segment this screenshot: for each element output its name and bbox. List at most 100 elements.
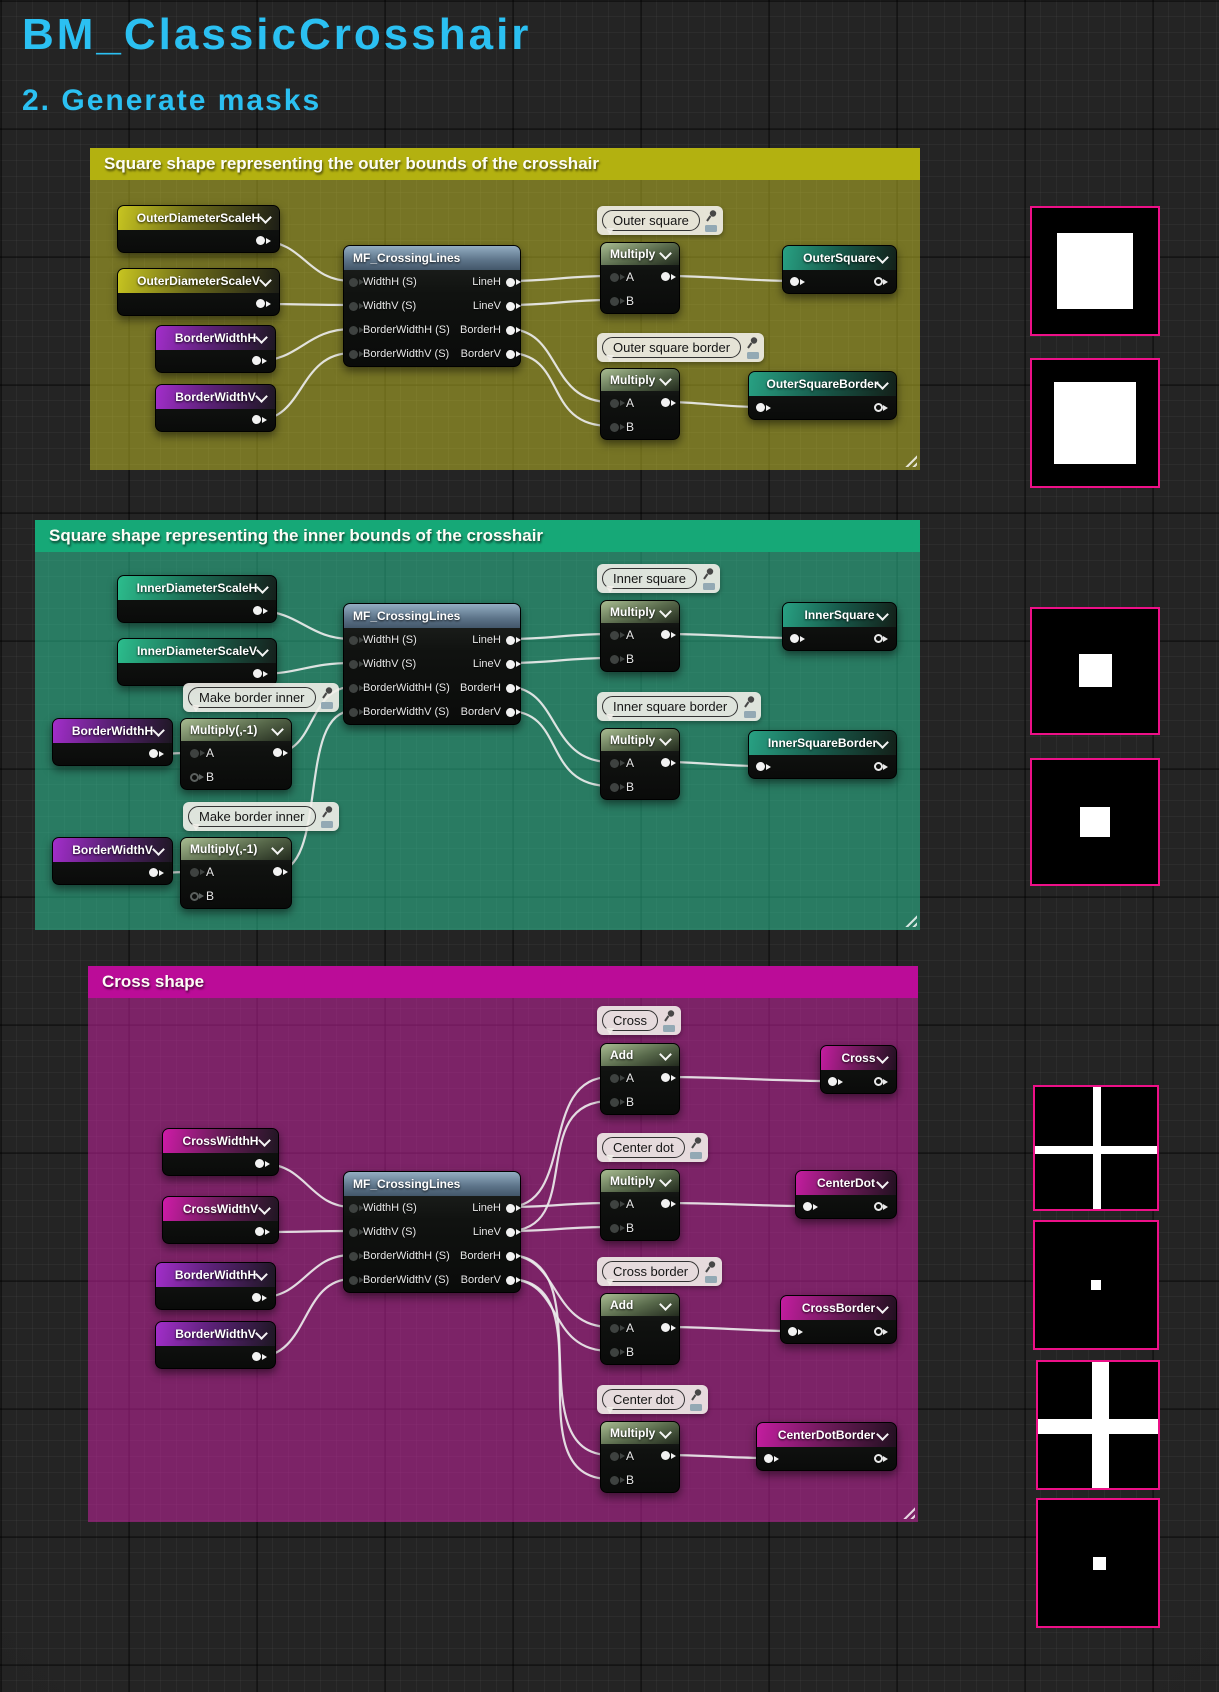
input-pin-b[interactable] [190,891,204,901]
chevron-down-icon[interactable] [876,1051,889,1064]
output-node-centerdotborder[interactable]: CenterDotBorder [756,1422,897,1471]
bubble-detail-icon[interactable] [690,1152,703,1159]
input-pin[interactable] [349,1203,364,1213]
input-pin-b[interactable] [610,1475,625,1485]
function-node-mf-crossinglines[interactable]: MF_CrossingLines WidthH (S)LineH WidthV … [343,245,521,367]
chevron-down-icon[interactable] [256,644,269,657]
param-node-outer-diameter-scale-h[interactable]: OuterDiameterScaleH [117,205,280,253]
output-pin[interactable] [661,1323,676,1332]
output-pin[interactable] [661,398,676,407]
chevron-down-icon[interactable] [876,1176,889,1189]
param-node-border-width-h[interactable]: BorderWidthH [155,1262,276,1310]
chevron-down-icon[interactable] [876,608,889,621]
output-pin[interactable] [252,1293,267,1302]
input-pin[interactable] [790,277,805,286]
result-pin[interactable] [874,762,888,771]
bubble-detail-icon[interactable] [705,225,718,232]
output-pin[interactable] [253,669,268,678]
output-node-outersquare[interactable]: OuterSquare [782,245,897,294]
output-pin[interactable] [506,1275,521,1285]
preview-cross-border[interactable] [1036,1360,1160,1490]
op-node-add[interactable]: Add A B [600,1043,680,1115]
input-pin[interactable] [349,325,364,335]
chevron-down-icon[interactable] [659,247,672,260]
op-node-multiply-neg[interactable]: Multiply(,-1) A B [180,837,292,909]
input-pin[interactable] [788,1327,803,1336]
output-pin[interactable] [273,867,288,876]
op-node-multiply[interactable]: Multiply A B [600,600,680,672]
bubble-detail-icon[interactable] [663,1025,676,1032]
output-pin[interactable] [252,356,267,365]
chevron-down-icon[interactable] [271,723,284,736]
bubble-detail-icon[interactable] [702,583,715,590]
chevron-down-icon[interactable] [659,1048,672,1061]
bubble-detail-icon[interactable] [704,1276,717,1283]
op-node-multiply-neg[interactable]: Multiply(,-1) A B [180,718,292,790]
input-pin[interactable] [349,1251,364,1261]
input-pin[interactable] [756,403,771,412]
result-pin[interactable] [874,634,888,643]
pin-icon[interactable] [705,209,718,223]
bubble-detail-icon[interactable] [743,711,756,718]
input-pin-b[interactable] [610,422,625,432]
input-pin[interactable] [790,634,805,643]
output-pin[interactable] [149,749,164,758]
output-node-centerdot[interactable]: CenterDot [795,1170,897,1219]
bubble-detail-icon[interactable] [746,352,759,359]
input-pin-a[interactable] [610,758,625,768]
output-pin[interactable] [661,1199,676,1208]
output-pin[interactable] [661,1073,676,1082]
input-pin-a[interactable] [610,630,625,640]
output-node-crossborder[interactable]: CrossBorder [780,1295,897,1344]
comment-bubble[interactable]: Outer square [597,206,723,235]
function-node-mf-crossinglines[interactable]: MF_CrossingLines WidthH (S)LineH WidthV … [343,1171,521,1293]
input-pin[interactable] [803,1202,818,1211]
output-pin[interactable] [273,748,288,757]
input-pin-b[interactable] [610,654,625,664]
preview-cross[interactable] [1033,1085,1159,1211]
chevron-down-icon[interactable] [659,1298,672,1311]
param-node-border-width-v[interactable]: BorderWidthV [52,837,173,885]
chevron-down-icon[interactable] [876,736,889,749]
input-pin[interactable] [349,277,364,287]
output-pin[interactable] [252,1352,267,1361]
comment-bubble[interactable]: Cross border [597,1257,723,1286]
chevron-down-icon[interactable] [659,1426,672,1439]
param-node-inner-diameter-scale-v[interactable]: InnerDiameterScaleV [117,638,277,686]
bubble-detail-icon[interactable] [690,1404,703,1411]
pin-icon[interactable] [702,567,715,581]
comment-bubble[interactable]: Inner square border [597,692,762,721]
output-pin[interactable] [506,1203,521,1213]
param-node-border-width-h[interactable]: BorderWidthH [52,718,173,766]
output-pin[interactable] [149,868,164,877]
result-pin[interactable] [874,1202,888,1211]
chevron-down-icon[interactable] [255,1327,268,1340]
pin-icon[interactable] [321,686,334,700]
chevron-down-icon[interactable] [258,1134,271,1147]
output-pin[interactable] [661,1451,676,1460]
pin-icon[interactable] [690,1388,703,1402]
comment-bubble[interactable]: Outer square border [597,333,765,362]
param-node-inner-diameter-scale-h[interactable]: InnerDiameterScaleH [117,575,277,623]
input-pin-a[interactable] [610,1323,625,1333]
pin-icon[interactable] [663,1009,676,1023]
op-node-multiply[interactable]: Multiply A B [600,242,680,314]
output-pin[interactable] [255,1159,270,1168]
function-node-mf-crossinglines[interactable]: MF_CrossingLines WidthH (S)LineH WidthV … [343,603,521,725]
chevron-down-icon[interactable] [876,251,889,264]
result-pin[interactable] [874,1077,888,1086]
input-pin-b[interactable] [610,1097,625,1107]
input-pin-a[interactable] [610,1199,625,1209]
chevron-down-icon[interactable] [659,733,672,746]
input-pin-b[interactable] [610,782,625,792]
pin-icon[interactable] [743,695,756,709]
input-pin[interactable] [349,301,364,311]
chevron-down-icon[interactable] [152,843,165,856]
input-pin-b[interactable] [610,1347,625,1357]
pin-icon[interactable] [690,1136,703,1150]
output-pin[interactable] [255,1227,270,1236]
input-pin-a[interactable] [610,398,625,408]
input-pin-a[interactable] [610,272,625,282]
output-node-innersquareborder[interactable]: InnerSquareBorder [748,730,897,779]
